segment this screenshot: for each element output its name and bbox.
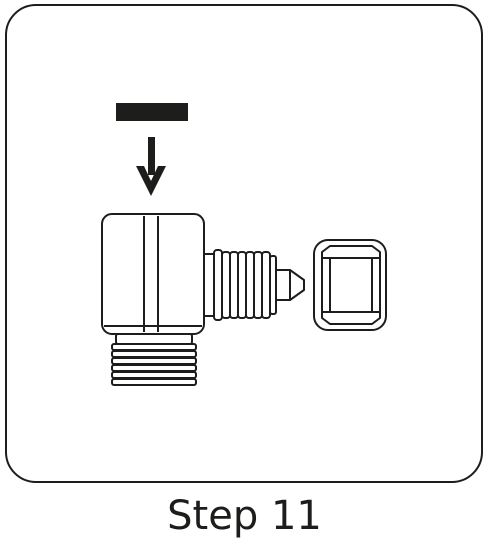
valve-side-thread — [213, 249, 277, 321]
compression-nut-icon — [313, 239, 387, 331]
black-bar-icon — [116, 103, 188, 121]
diagram-frame — [5, 4, 483, 483]
step-diagram — [5, 4, 483, 483]
valve-bottom-thread — [111, 333, 197, 386]
step-label: Step 11 — [167, 493, 322, 539]
down-arrow-icon — [136, 137, 166, 196]
angle-valve-icon — [101, 213, 305, 386]
valve-hex-body — [101, 213, 205, 335]
